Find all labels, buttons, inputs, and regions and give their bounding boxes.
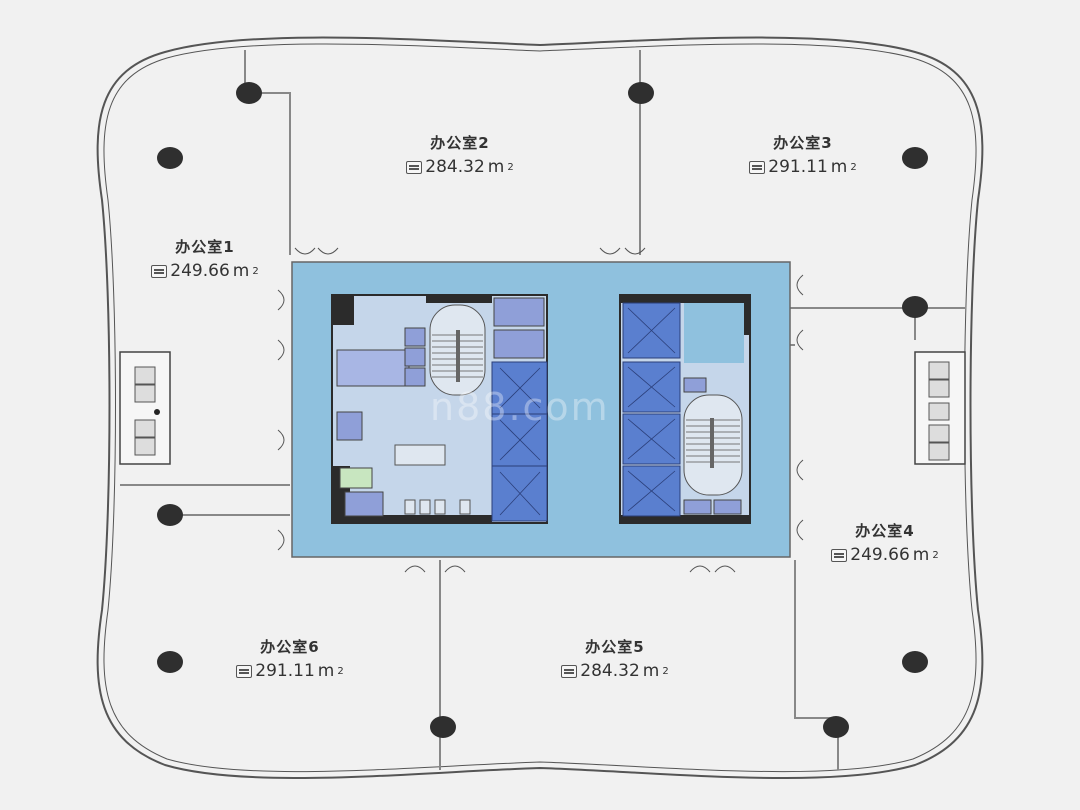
room-area-value: 291.11 (768, 157, 828, 177)
room-name: 办公室6 (260, 638, 320, 656)
ac-unit-left (119, 351, 171, 465)
floor-area-icon (236, 664, 253, 678)
floor-area-icon (749, 160, 766, 174)
stair-icon (429, 304, 486, 396)
column-icon (823, 716, 849, 738)
room-area-value: 284.32 (580, 661, 640, 681)
room-name: 办公室4 (855, 522, 915, 540)
room-name: 办公室1 (175, 238, 235, 256)
room-area-value: 249.66 (170, 261, 230, 281)
elevator-icon (491, 361, 548, 522)
column-icon (157, 651, 183, 673)
columns (157, 82, 928, 738)
column-icon (902, 147, 928, 169)
room-name: 办公室5 (585, 638, 645, 656)
floor-area-icon (561, 664, 578, 678)
ac-unit-right (914, 351, 966, 465)
door-swing-icon (277, 247, 804, 573)
column-icon (902, 296, 928, 318)
floor-area-icon (406, 160, 423, 174)
room-area-value: 284.32 (425, 157, 485, 177)
column-icon (628, 82, 654, 104)
column-icon (157, 504, 183, 526)
column-icon (236, 82, 262, 104)
room-area-value: 249.66 (850, 545, 910, 565)
room-name: 办公室2 (430, 134, 490, 152)
room-name: 办公室3 (773, 134, 833, 152)
column-icon (430, 716, 456, 738)
stair-icon (683, 394, 743, 496)
outer-wall (96, 36, 984, 780)
building-core (291, 261, 791, 558)
elevator-icon (622, 302, 681, 517)
column-icon (902, 651, 928, 673)
floor-area-icon (831, 548, 848, 562)
column-icon (157, 147, 183, 169)
room-area-value: 291.11 (255, 661, 315, 681)
floor-area-icon (151, 264, 168, 278)
